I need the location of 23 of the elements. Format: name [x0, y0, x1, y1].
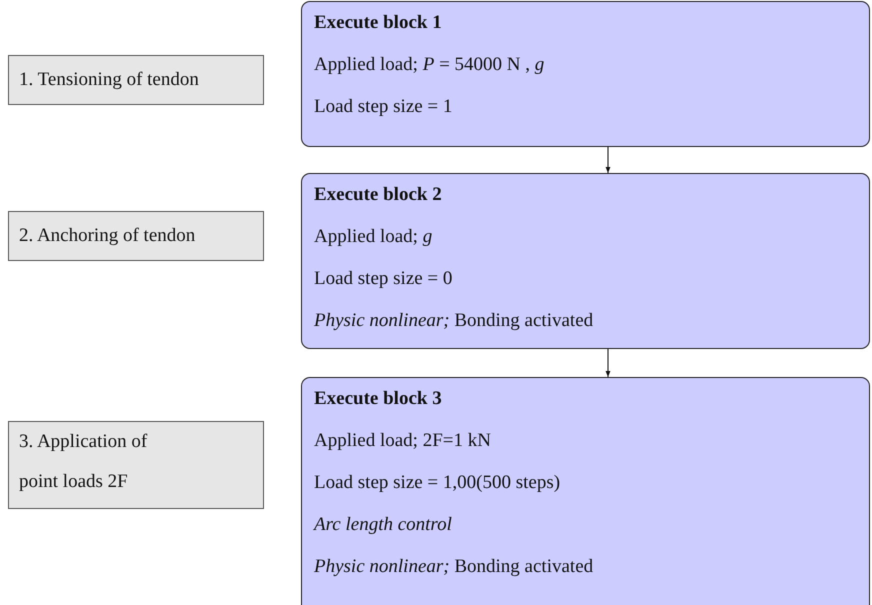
block-line: Applied load; P = 54000 N , g [314, 53, 546, 77]
process-box [301, 173, 870, 349]
arrow [606, 348, 610, 378]
block-line: Applied load; g [314, 225, 434, 249]
step-label: 1. Tensioning of tendon [19, 68, 200, 92]
block-line: Arc length control [314, 513, 453, 537]
step-box [8, 55, 264, 105]
step-label: 2. Anchoring of tendon [19, 224, 196, 248]
step-box [8, 421, 264, 509]
block-heading: Execute block 1 [314, 11, 443, 35]
process-box [301, 377, 870, 605]
block-line: Physic nonlinear; Bonding activated [314, 555, 594, 579]
step-box [8, 211, 264, 261]
block-line: Physic nonlinear; Bonding activated [314, 309, 594, 333]
process-box [301, 1, 870, 147]
step-label: 3. Application of point loads 2F [19, 430, 148, 494]
block-line: Load step size = 1,00(500 steps) [314, 471, 562, 495]
block-heading: Execute block 2 [314, 183, 443, 207]
block-line: Applied load; 2F=1 kN [314, 429, 492, 453]
block-line: Load step size = 1 [314, 95, 454, 119]
block-heading: Execute block 3 [314, 387, 443, 411]
arrow [606, 146, 610, 174]
block-line: Load step size = 0 [314, 267, 454, 291]
